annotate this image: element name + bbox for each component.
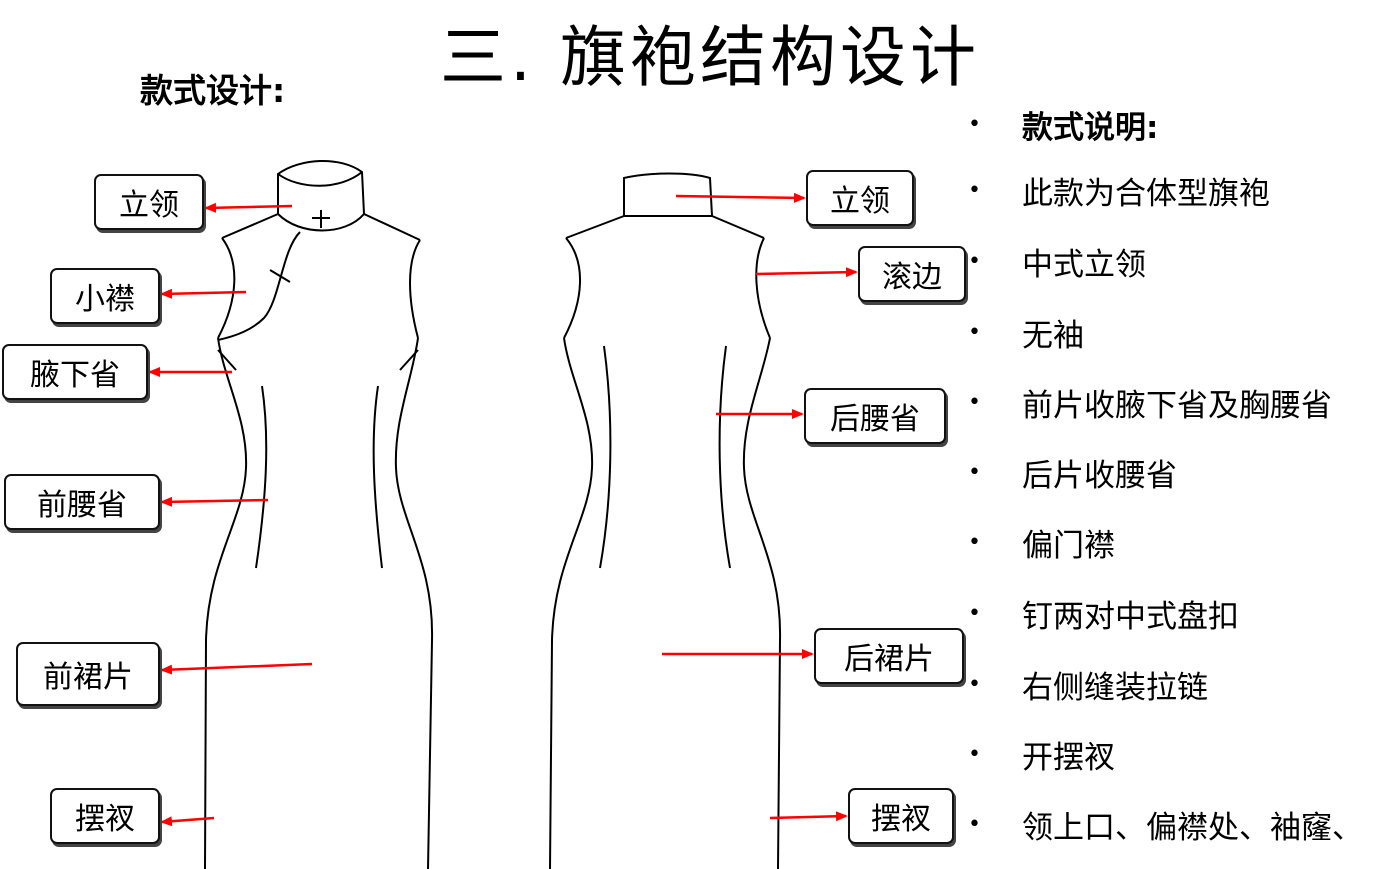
note-item-text: 中式立领 [1022,246,1146,283]
front-right-shoulder [363,213,421,241]
front-waist-dart-left [255,385,268,569]
note-item-text: 前片收腋下省及胸腰省 [1022,387,1332,424]
arrow-front-slit [160,816,215,827]
back-left-armhole [563,237,582,339]
note-item: • 无袖 [966,304,1084,360]
notes-heading-row: • 款式说明: [966,96,1158,152]
note-item-text: 此款为合体型旗袍 [1022,175,1270,212]
front-collar-top [277,171,363,187]
back-arrows [662,192,858,822]
arrow-front-skirt [160,662,313,675]
front-waist-dart-right [372,385,383,569]
section-subtitle: 款式设计: [140,71,286,110]
back-left-shoulder [565,215,625,239]
bullet: • [968,248,981,274]
label-front-collar: 立领 [94,174,204,230]
bullet: • [968,177,981,203]
note-item: • 钉两对中式盘扣 [966,585,1239,641]
front-left-armhole [217,237,236,339]
notes-heading: 款式说明: [1022,109,1159,146]
arrow-front-small-flap [160,288,247,299]
arrow-back-slit [769,811,848,822]
label-back-skirt: 后裙片 [814,628,964,684]
note-item-text: 无袖 [1022,317,1084,354]
note-item-text: 后片收腰省 [1022,457,1177,494]
back-waist-dart-right [718,345,731,569]
front-underarm-dart-right [399,349,419,371]
arrow-back-binding [755,267,858,278]
front-underarm-dart-left [217,349,237,371]
note-item: • 前片收腋下省及胸腰省 [966,374,1332,430]
note-item: • 此款为合体型旗袍 [966,162,1270,218]
note-item: • 开摆衩 [966,726,1115,782]
label-front-skirt: 前裙片 [16,642,160,706]
bullet: • [968,389,981,415]
front-qipao-outline [204,160,434,869]
page-title: 三. 旗袍结构设计 [440,19,980,96]
note-item: • 偏门襟 [966,514,1115,570]
bullet: • [968,600,981,626]
front-arrows [148,202,313,827]
note-item: • 右侧缝装拉链 [966,656,1208,712]
label-front-slit: 摆衩 [50,788,160,844]
bullet: • [968,459,981,485]
front-right-armhole [409,239,421,339]
label-back-waist-dart: 后腰省 [804,388,946,444]
bullet: • [968,671,981,697]
front-right-side [394,337,434,869]
label-front-small-flap: 小襟 [50,268,160,324]
front-collar [277,160,366,232]
back-left-side [549,337,594,869]
note-item-text: 钉两对中式盘扣 [1022,598,1239,635]
label-back-binding: 滚边 [858,246,966,302]
note-item-text: 开摆衩 [1022,739,1115,776]
note-item: • 后片收腰省 [966,444,1177,500]
bullet: • [968,529,981,555]
label-back-collar: 立领 [806,170,914,226]
note-item-text: 右侧缝装拉链 [1022,669,1208,706]
note-item-text: 领上口、偏襟处、袖窿、 [1022,809,1363,846]
back-collar [623,172,714,217]
back-qipao-outline [549,172,782,869]
bullet: • [968,741,981,767]
arrow-back-collar [675,192,806,203]
label-front-waist-dart: 前腰省 [4,474,160,530]
note-item: • 中式立领 [966,233,1146,289]
note-item: • 领上口、偏襟处、袖窿、 [966,796,1363,852]
label-front-underarm-dart: 腋下省 [2,344,148,400]
bullet: • [968,111,981,137]
back-right-side [742,337,782,869]
front-left-side [204,337,248,869]
back-right-armhole [755,237,771,339]
bullet: • [968,319,981,345]
note-item-text: 偏门襟 [1022,527,1115,564]
arrow-front-collar [204,202,293,213]
back-right-shoulder [711,215,765,239]
arrow-front-waist-dart [160,496,269,507]
front-left-shoulder [221,213,279,239]
front-placket [217,231,301,341]
back-waist-dart-left [599,345,612,569]
label-back-slit: 摆衩 [848,788,954,844]
bullet: • [968,811,981,837]
